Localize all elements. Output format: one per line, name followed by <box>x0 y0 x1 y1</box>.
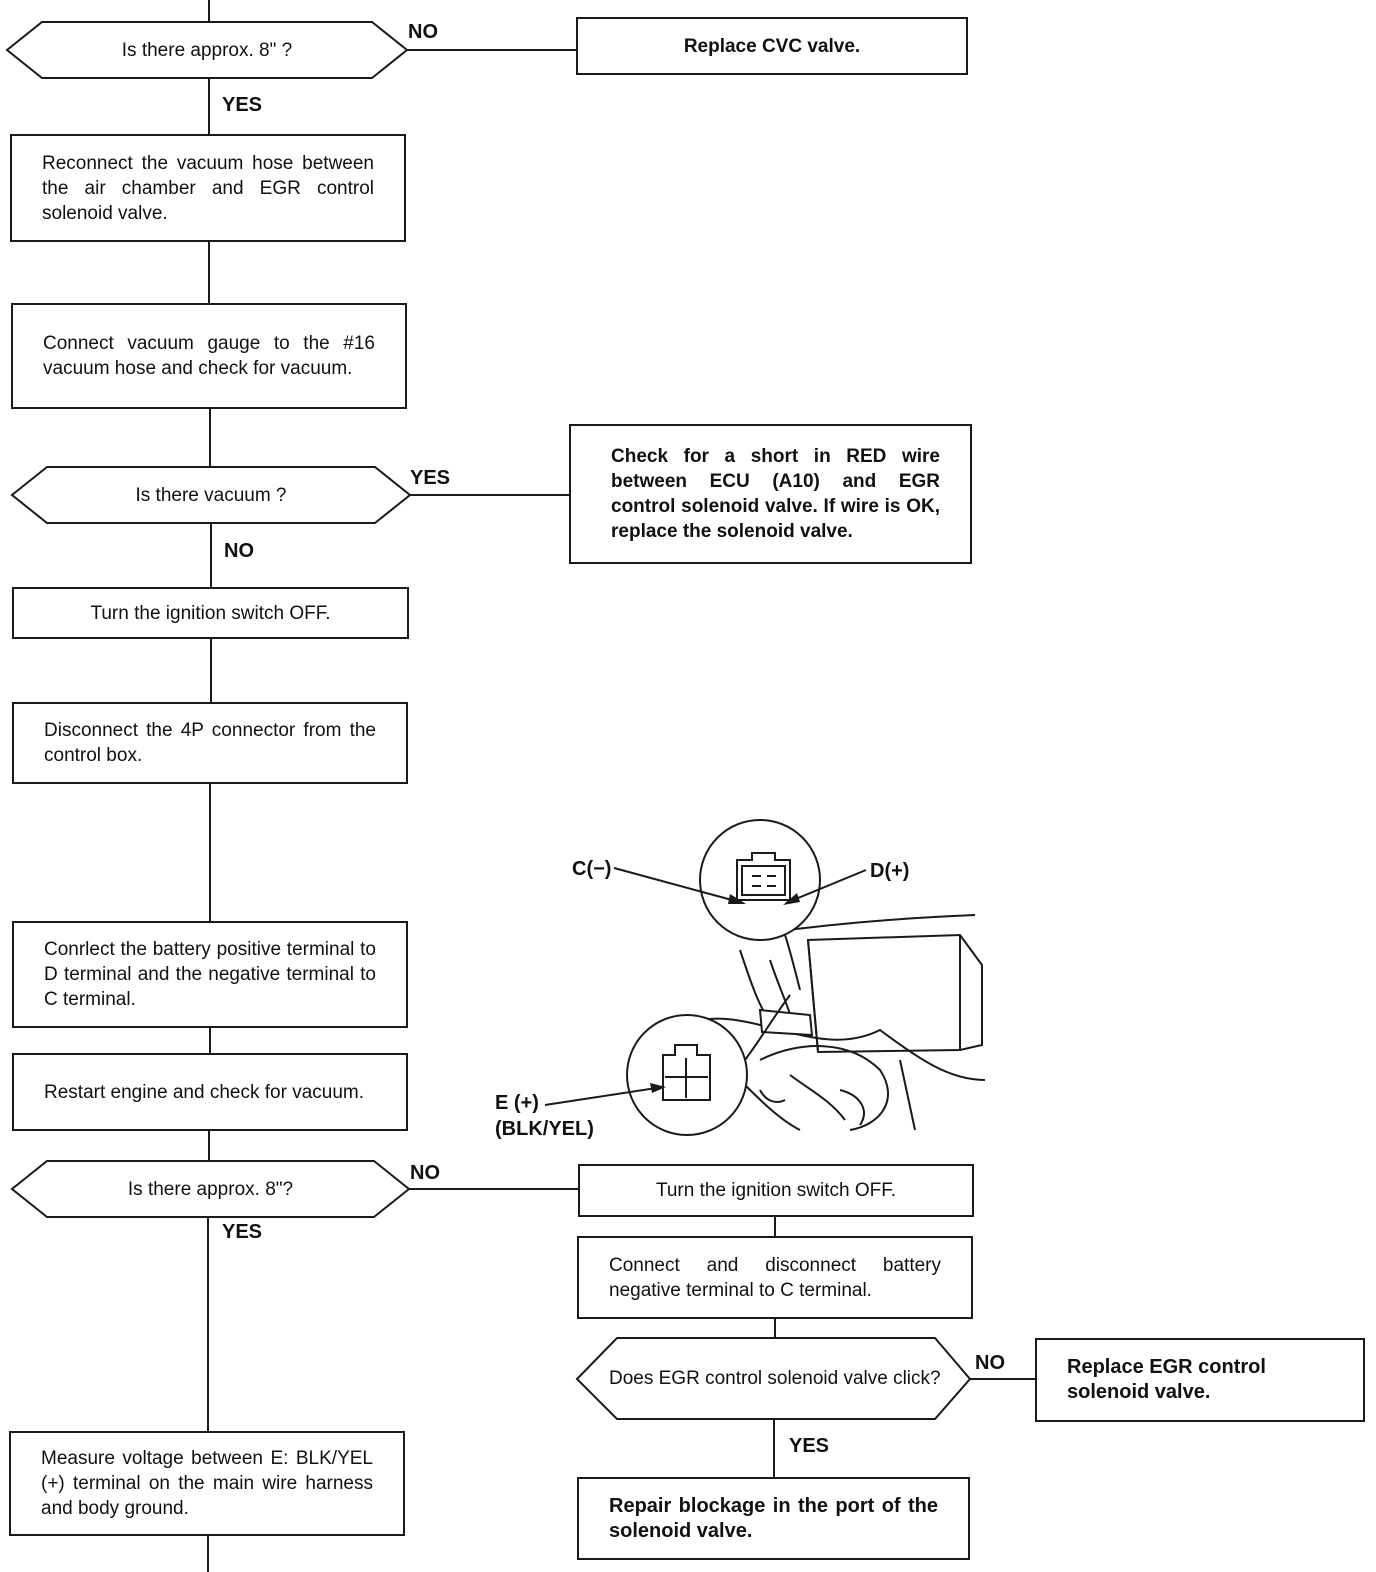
label-no: NO <box>975 1352 1005 1374</box>
action-restart-engine: Restart engine and check for vacuum. <box>12 1053 408 1131</box>
label-terminal-e-wire: (BLK/YEL) <box>495 1118 594 1140</box>
arrowhead <box>783 893 800 905</box>
label-no: NO <box>224 540 254 562</box>
label-yes: YES <box>789 1435 830 1457</box>
label-terminal-c: C(−) <box>572 858 612 880</box>
action-reconnect-vacuum-hose: Reconnect the vacuum hose between the ai… <box>10 134 406 242</box>
action-connect-disconnect-battery: Connect and disconnect battery negative … <box>577 1236 973 1319</box>
label-no: NO <box>408 21 438 43</box>
label-no: NO <box>410 1162 440 1184</box>
action-measure-voltage: Measure voltage between E: BLK/YEL (+) t… <box>9 1431 405 1536</box>
label-terminal-e: E (+) <box>495 1092 539 1114</box>
connector-illustration <box>544 819 986 1136</box>
decision-shape <box>575 1337 972 1420</box>
label-yes: YES <box>222 1221 263 1243</box>
action-replace-egr-solenoid: Replace EGR control solenoid valve. <box>1035 1338 1365 1422</box>
action-repair-blockage: Repair blockage in the port of the solen… <box>577 1477 970 1560</box>
decision-approx-8-second: Is there approx. 8"? <box>127 1178 294 1200</box>
label-yes: YES <box>410 467 451 489</box>
action-replace-cvc-valve: Replace CVC valve. <box>576 17 968 75</box>
action-connect-battery-terminals: Conrlect the battery positive terminal t… <box>12 921 408 1028</box>
arrowhead <box>650 1083 666 1093</box>
decision-solenoid-click: Does EGR control solenoid valve click? <box>609 1367 941 1389</box>
label-terminal-d: D(+) <box>870 860 910 882</box>
label-yes: YES <box>222 94 263 116</box>
action-check-red-wire-short: Check for a short in RED wire between EC… <box>569 424 972 564</box>
action-connect-vacuum-gauge: Connect vacuum gauge to the #16 vacuum h… <box>11 303 407 409</box>
decision-shape <box>10 1160 411 1218</box>
decision-is-there-vacuum: Is there vacuum ? <box>135 484 287 506</box>
decision-approx-8-first: Is there approx. 8" ? <box>121 39 293 61</box>
action-turn-ignition-off-right: Turn the ignition switch OFF. <box>578 1164 974 1217</box>
arrowhead <box>728 894 746 904</box>
action-turn-ignition-off: Turn the ignition switch OFF. <box>12 587 409 639</box>
decision-shape <box>5 21 409 79</box>
action-disconnect-4p-connector: Disconnect the 4P connector from the con… <box>12 702 408 784</box>
decision-shape <box>10 466 412 524</box>
